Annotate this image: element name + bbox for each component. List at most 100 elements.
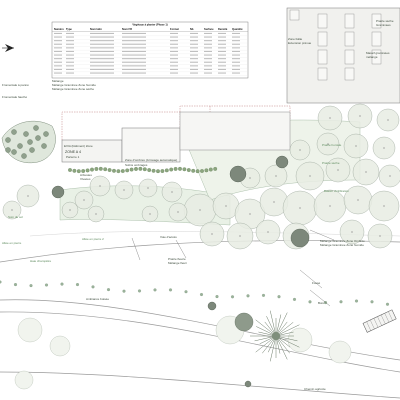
hedge-shrub-icon [178,166,182,171]
large-tree-icon [234,310,300,362]
hedge-shrub-icon [116,169,121,174]
hedge-shrub-icon [184,290,188,294]
table-cell [190,61,198,63]
table-header-cell: Quantité [232,27,243,31]
hedge-shrub-icon [208,167,213,172]
table-cell [232,61,240,63]
table-cell [170,47,178,49]
zone-mid-label-2: Solins ombragés [125,163,148,167]
table-cell [66,54,74,56]
table-cell [190,50,198,52]
table-cell [122,40,146,42]
massif-label-1: Massif graminées [366,51,390,55]
alley-label-2: Allée en pierre 2 [82,237,104,241]
table-cell [190,65,198,67]
hedge-shrub-icon [169,288,173,292]
table-cell [66,32,74,34]
table-cell [90,50,114,52]
table-cell [218,61,226,63]
table-cell [54,43,62,45]
side-label-2: Vivaces [80,177,91,181]
table-cell [170,54,178,56]
hedge-shrub-icon [44,283,48,287]
terrace-label: EVIA (bâtiment) Zone [64,144,93,148]
table-cell [232,47,240,49]
hedge-shrub-icon [186,168,191,172]
hedge-shrub-icon [386,302,390,306]
hedge-shrub-icon [293,297,297,301]
shrub-icon [35,135,41,141]
table-cell [232,54,240,56]
hedge-shrub-icon [204,168,209,173]
mix-label-1: Mélange Graminée Zone Ombrée [320,239,365,243]
hedge-shrub-icon [151,168,156,173]
table-cell [232,50,240,52]
zone-mid-label: Zone d'ombres (Arrosage automatique) [125,158,177,162]
hedge-shrub-icon [103,167,108,172]
hedge-shrub-icon [191,168,196,173]
table-cell [90,54,114,56]
table-cell [190,68,198,70]
hedge-shrub-icon [72,168,77,173]
zone-a4-label: ZONE A 4 [65,150,81,154]
table-cell [122,58,146,60]
hedge-shrub-icon [75,283,79,287]
table-cell [232,58,240,60]
table-cell [232,32,240,34]
table-cell [122,54,146,56]
hedge-shrub-icon [231,295,235,299]
paved-terrace [179,111,291,151]
parterre-label: Parterre 1 [66,155,80,159]
table-cell [54,54,62,56]
hedge-shrub-icon [262,293,266,297]
table-cell [232,68,240,70]
table-cell [90,68,114,70]
table-cell [232,43,240,45]
shrub-icon [33,125,39,131]
tree-icon [234,312,254,332]
mix-legend-line-2: Mélange Graminée Zone sèche [52,87,94,91]
hedge-shrub-icon [85,168,90,173]
hedge-shrub-icon [164,168,169,173]
table-cell [204,32,212,34]
table-cell [190,58,198,60]
table-header-cell: Surface [204,27,214,31]
table-cell [66,47,74,49]
table-cell [170,36,178,38]
table-cell [170,72,178,74]
hedge-shrub-icon [0,280,2,284]
hedge-shrub-icon [156,169,160,174]
table-cell [232,40,240,42]
table-cell [232,36,240,38]
table-cell [204,58,212,60]
hedge-shrub-icon [355,299,359,303]
prairie-right-label: Prairie humide [322,143,342,147]
alley-label: Allée en pierre [2,241,22,245]
tree-canopy-icon [14,370,34,390]
tree-canopy-icon [328,340,352,364]
hedge-shrub-icon [68,168,72,172]
table-cell [204,40,212,42]
table-cell [218,68,226,70]
table-cell [218,50,226,52]
table-cell [218,47,226,49]
table-cell [54,61,62,63]
table-cell [170,43,178,45]
table-cell [122,72,146,74]
table-cell [54,72,62,74]
hedge-shrub-icon [94,167,99,171]
hedge-shrub-icon [213,167,218,171]
table-cell [170,68,178,70]
table-title: Végétaux à planter (Phase 1) [132,23,167,27]
table-header-cell: Format [170,27,179,31]
hedge-shrub-icon [160,169,165,173]
hedge-shrub-icon [339,300,343,304]
hedge-shrub-icon [91,285,95,289]
mix-legend-title: Mélange [52,79,64,83]
hedge-shrub-icon [142,167,147,172]
shrub-icon [27,139,33,145]
table-cell [204,65,212,67]
table-cell [218,65,226,67]
bottom-label-2: Mélange fleuri [168,261,187,265]
table-cell [66,68,74,70]
